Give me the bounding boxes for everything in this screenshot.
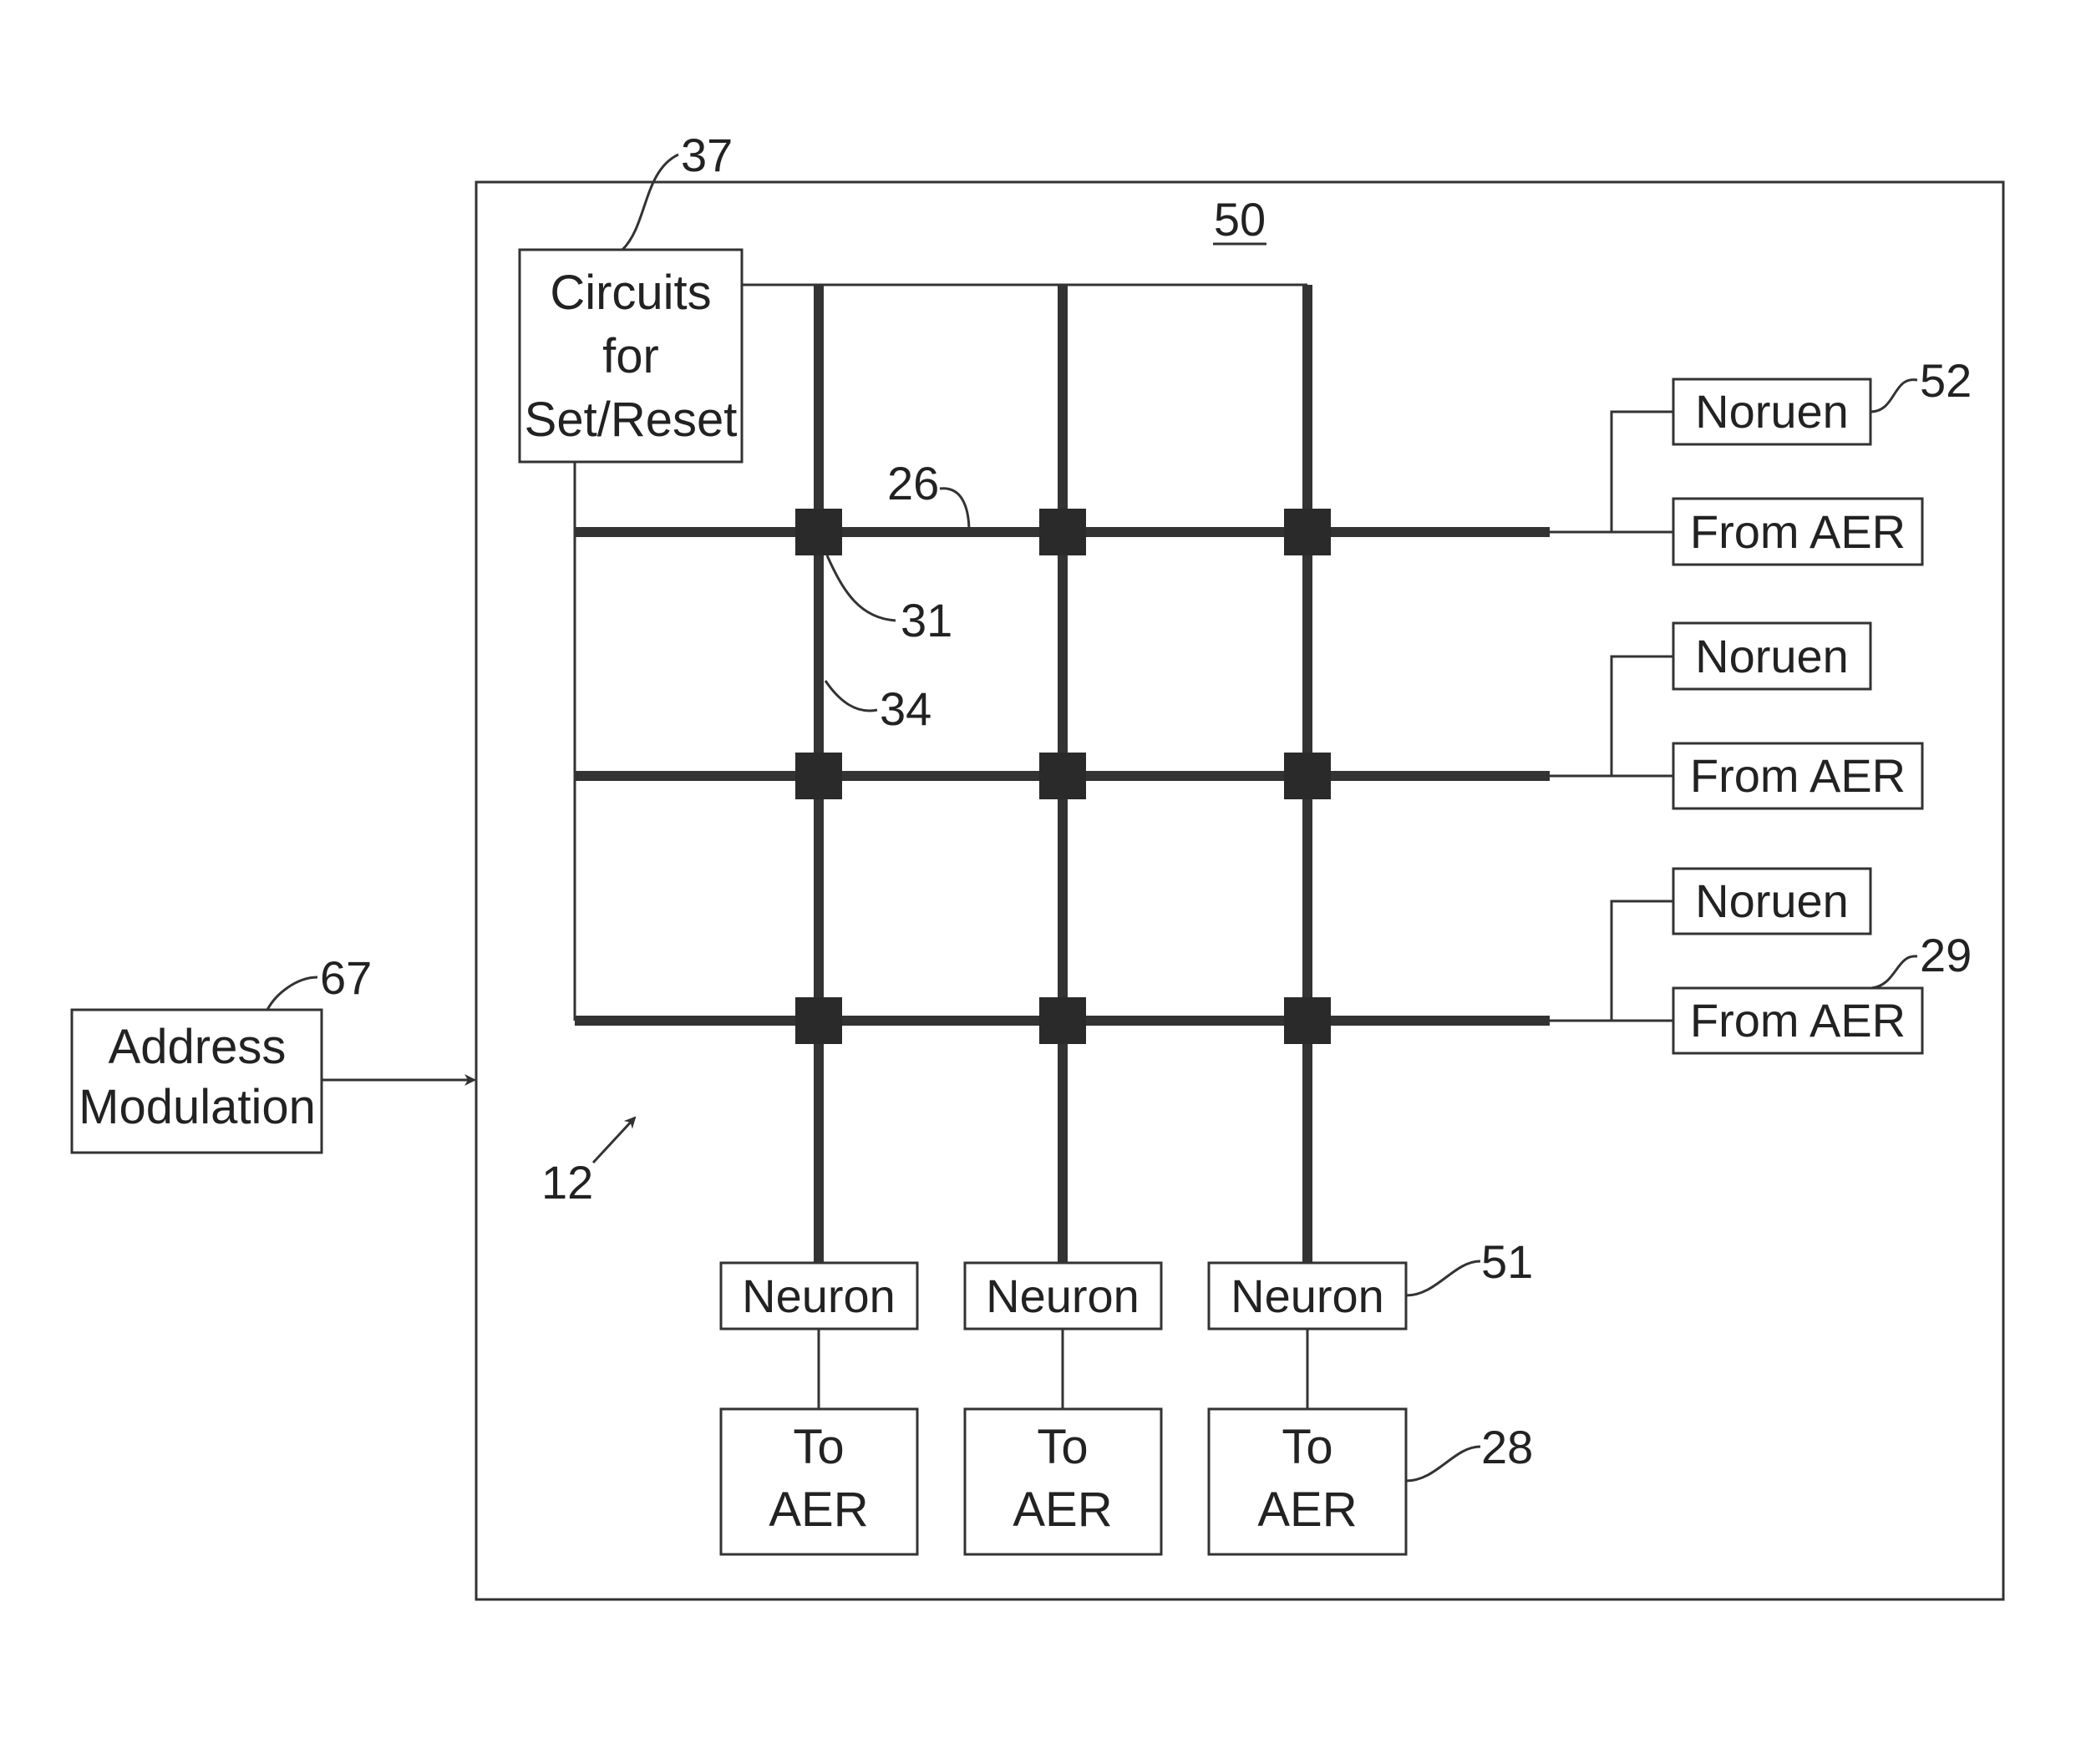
synapse-node bbox=[1039, 509, 1086, 555]
row-aer-label: From AER bbox=[1690, 749, 1906, 802]
synapse-node bbox=[1039, 753, 1086, 799]
row-aer-label: From AER bbox=[1690, 505, 1906, 558]
column-neuron-label: Neuron bbox=[986, 1270, 1140, 1322]
set-reset-ref: 37 bbox=[681, 129, 733, 181]
main-block-ref: 50 bbox=[1214, 193, 1266, 246]
synapse-node bbox=[795, 997, 842, 1044]
synapse-ref: 31 bbox=[901, 594, 952, 646]
column-neuron-label: Neuron bbox=[1231, 1270, 1384, 1322]
row-line-ref: 26 bbox=[887, 457, 939, 509]
address-modulation-ref-leader bbox=[267, 977, 317, 1010]
column-aer-line-2: AER bbox=[1257, 1483, 1357, 1537]
column-aer-line-2: AER bbox=[769, 1483, 868, 1537]
column-neuron-label: Neuron bbox=[742, 1270, 896, 1322]
row-neuron-ref: 52 bbox=[1920, 354, 1972, 407]
column-aer-line-1: To bbox=[793, 1420, 844, 1474]
row-aer-label: From AER bbox=[1690, 994, 1906, 1047]
column-neuron-ref: 51 bbox=[1481, 1235, 1533, 1288]
column-aer-line-1: To bbox=[1282, 1420, 1332, 1474]
array-ref: 12 bbox=[541, 1156, 593, 1209]
address-modulation-line-1: Address bbox=[109, 1020, 287, 1074]
address-modulation-ref: 67 bbox=[320, 951, 372, 1004]
synapse-node bbox=[1284, 509, 1331, 555]
column-aer-line-1: To bbox=[1037, 1420, 1088, 1474]
column-output-2: Neuron To AER bbox=[965, 1263, 1161, 1554]
synapse-node bbox=[795, 753, 842, 799]
set-reset-line-2: for bbox=[602, 329, 659, 383]
column-output-3: Neuron To AER bbox=[1209, 1263, 1406, 1554]
column-aer-line-2: AER bbox=[1013, 1483, 1112, 1537]
synapse-node bbox=[1284, 997, 1331, 1044]
row-aer-ref: 29 bbox=[1920, 929, 1972, 981]
synapse-node bbox=[1039, 997, 1086, 1044]
row-neuron-label: Noruen bbox=[1695, 874, 1849, 927]
set-reset-line-1: Circuits bbox=[550, 266, 711, 320]
column-line-ref: 34 bbox=[880, 682, 931, 735]
column-aer-ref: 28 bbox=[1481, 1421, 1533, 1473]
synapse-node bbox=[795, 509, 842, 555]
synapse-node bbox=[1284, 753, 1331, 799]
address-modulation-line-2: Modulation bbox=[79, 1080, 316, 1134]
set-reset-line-3: Set/Reset bbox=[525, 393, 738, 447]
row-neuron-label: Noruen bbox=[1695, 385, 1849, 438]
column-output-1: Neuron To AER bbox=[721, 1263, 917, 1554]
row-neuron-label: Noruen bbox=[1695, 630, 1849, 682]
